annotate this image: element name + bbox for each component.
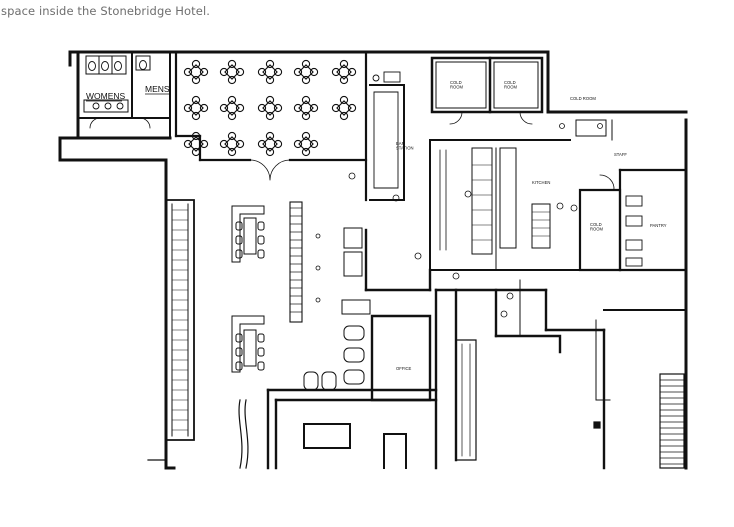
lounge-table <box>331 59 357 85</box>
booth-seats <box>303 227 371 391</box>
lower-walls <box>266 228 687 470</box>
right-stair <box>593 319 685 469</box>
dining-double-door <box>249 159 291 181</box>
lounge-table <box>183 59 209 85</box>
restroom-block <box>77 51 171 139</box>
lounge-table <box>293 95 319 121</box>
center-shelving <box>289 201 303 323</box>
lounge-table <box>219 131 245 157</box>
lounge-table <box>219 59 245 85</box>
lounge-table <box>183 131 209 157</box>
lounge-table <box>183 95 209 121</box>
cold-rooms <box>430 56 544 125</box>
label-office: OFFICE <box>396 366 412 371</box>
lounge-table <box>257 59 283 85</box>
bar-station <box>369 71 405 201</box>
fixture-marks <box>315 123 603 318</box>
caption-text: space inside the Stonebridge Hotel. <box>1 4 211 18</box>
kitchen <box>429 139 601 271</box>
label-staff: STAFF <box>614 152 627 157</box>
lounge-table <box>257 131 283 157</box>
label-womens: WOMENS <box>86 91 126 101</box>
pantry-area <box>575 119 688 272</box>
bottom-area <box>147 339 477 469</box>
label-kitchen: KITCHEN <box>532 180 550 185</box>
outer-walls <box>58 50 688 470</box>
label-pantry: PANTRY <box>650 223 667 228</box>
lounge-table <box>293 131 319 157</box>
label-mens: MENS <box>145 84 170 94</box>
dining-hall-walls <box>174 50 368 202</box>
banquette-strip <box>165 199 195 441</box>
lounge-table <box>257 95 283 121</box>
lounge-table <box>219 95 245 121</box>
lounge-table <box>293 59 319 85</box>
label-cold-room-3: COLD ROOM <box>570 96 596 101</box>
lounge-tables <box>183 59 357 157</box>
dining-tables <box>231 205 265 373</box>
toilet-fixtures <box>88 60 147 110</box>
lounge-table <box>331 95 357 121</box>
